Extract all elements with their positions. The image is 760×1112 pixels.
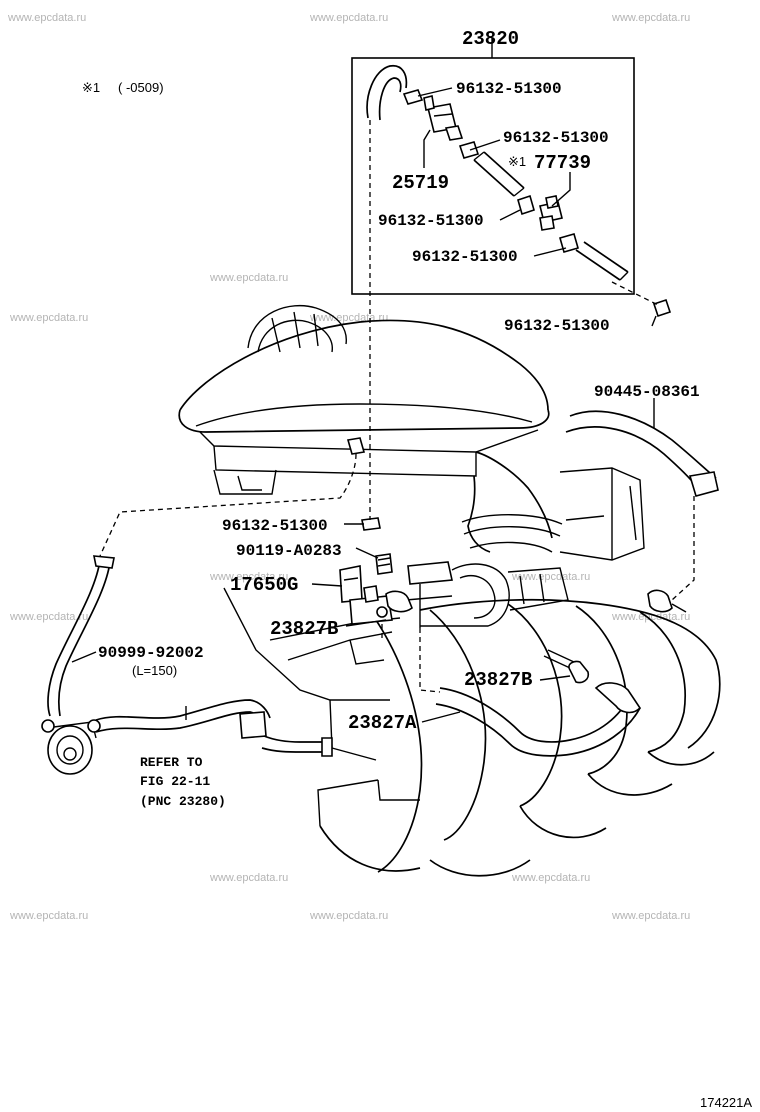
watermark: www.epcdata.ru bbox=[611, 910, 690, 922]
label-23820: 23820 bbox=[462, 28, 519, 50]
note-symbol: ※1 bbox=[82, 80, 100, 95]
watermark: www.epcdata.ru bbox=[511, 872, 590, 884]
watermark: www.epcdata.ru bbox=[7, 12, 86, 24]
watermark: www.epcdata.ru bbox=[9, 910, 88, 922]
vsv-17650G-drawing bbox=[339, 437, 413, 625]
label-90999-92002: 90999-92002 bbox=[98, 644, 204, 662]
label-96132-51300: 96132-51300 bbox=[378, 212, 484, 230]
watermark: www.epcdata.ru bbox=[309, 12, 388, 24]
label-96132-51300: 96132-51300 bbox=[503, 129, 609, 147]
part-labels: 23820 96132-51300 96132-51300 25719 ※1 7… bbox=[98, 28, 700, 734]
watermark: www.epcdata.ru bbox=[611, 611, 690, 623]
watermark: www.epcdata.ru bbox=[209, 872, 288, 884]
label-96132-51300: 96132-51300 bbox=[412, 248, 518, 266]
watermark: www.epcdata.ru bbox=[309, 910, 388, 922]
watermark-layer: www.epcdata.ru www.epcdata.ru www.epcdat… bbox=[7, 12, 690, 922]
reference-line-1: REFER TO bbox=[140, 755, 203, 770]
reference-block: REFER TO FIG 22-11 (PNC 23280) bbox=[140, 755, 226, 809]
reference-line-3: (PNC 23280) bbox=[140, 794, 226, 809]
label-77739-note: ※1 bbox=[508, 154, 526, 169]
watermark: www.epcdata.ru bbox=[209, 571, 288, 583]
label-77739: 77739 bbox=[534, 152, 591, 174]
watermark: www.epcdata.ru bbox=[209, 272, 288, 284]
watermark: www.epcdata.ru bbox=[611, 12, 690, 24]
label-17650G: 17650G bbox=[230, 574, 298, 596]
engine-drawing bbox=[178, 304, 721, 877]
label-23827A: 23827A bbox=[348, 712, 417, 734]
watermark: www.epcdata.ru bbox=[309, 312, 388, 324]
label-90119-A0283: 90119-A0283 bbox=[236, 542, 342, 560]
watermark: www.epcdata.ru bbox=[9, 611, 88, 623]
label-hose-length: (L=150) bbox=[132, 663, 177, 678]
watermark: www.epcdata.ru bbox=[9, 312, 88, 324]
label-90445-08361: 90445-08361 bbox=[594, 383, 700, 401]
connection-lines bbox=[99, 120, 695, 693]
left-hose-group bbox=[41, 555, 333, 775]
label-25719: 25719 bbox=[392, 172, 449, 194]
watermark: www.epcdata.ru bbox=[511, 571, 590, 583]
assembly-23820-box bbox=[351, 57, 672, 318]
figure-number: 174221A bbox=[700, 1095, 752, 1110]
note-range: ( -0509) bbox=[118, 80, 164, 95]
label-96132-51300: 96132-51300 bbox=[456, 80, 562, 98]
leader-lines bbox=[71, 38, 657, 723]
label-23827B: 23827B bbox=[464, 669, 532, 691]
label-96132-51300: 96132-51300 bbox=[222, 517, 328, 535]
reference-line-2: FIG 22-11 bbox=[140, 774, 210, 789]
label-96132-51300: 96132-51300 bbox=[504, 317, 610, 335]
label-23827B: 23827B bbox=[270, 618, 338, 640]
